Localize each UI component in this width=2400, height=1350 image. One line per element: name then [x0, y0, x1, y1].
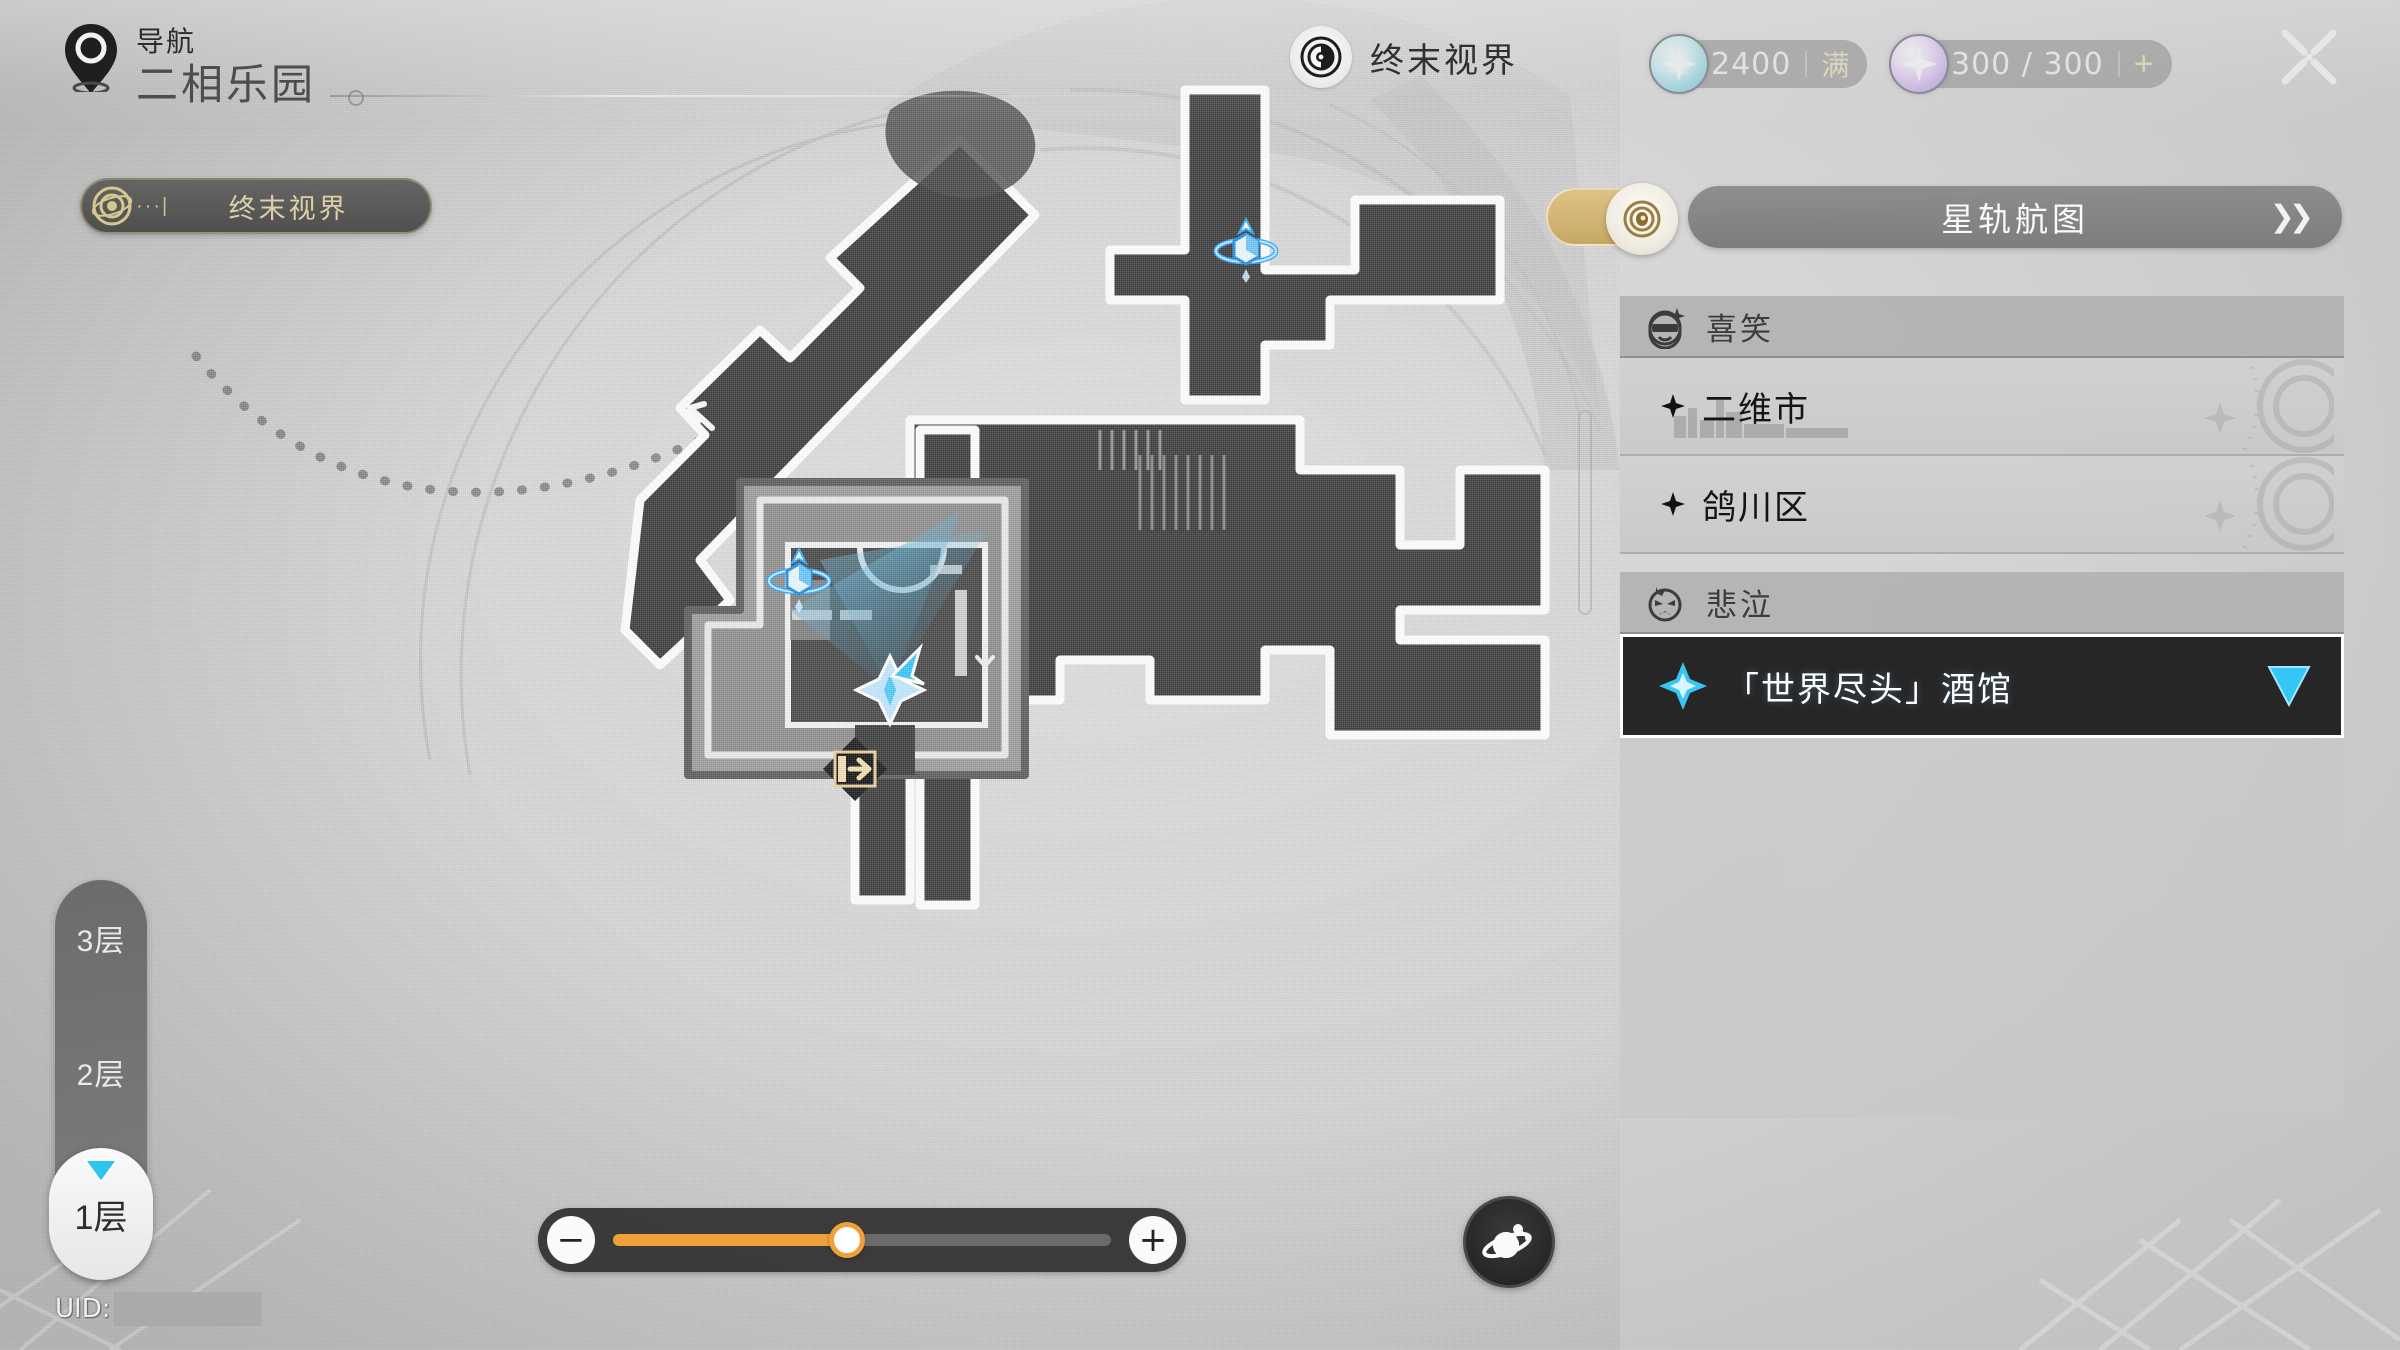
location-pin-icon	[65, 24, 117, 92]
poi-label-worlds-end-tavern: 「世界尽头」酒馆	[1725, 670, 2013, 709]
zoom-slider-fill	[613, 1234, 848, 1246]
poi-row-worlds-end-tavern-selected[interactable]: 「世界尽头」酒馆	[1620, 634, 2344, 738]
zoom-slider-knob[interactable]	[829, 1222, 866, 1258]
uid-label: UID:	[55, 1294, 111, 1324]
poi-group-label-joy: 喜笑	[1706, 311, 1774, 347]
currency-divider	[2117, 51, 2120, 77]
smiling-face-icon	[1648, 308, 1685, 349]
row-decoration	[2204, 456, 2334, 552]
crying-face-icon	[1648, 587, 1682, 622]
selected-caret-down-icon[interactable]	[2263, 663, 2315, 709]
zoom-slider-bar[interactable]: − +	[538, 1208, 1186, 1272]
poi-selected-star-icon	[1659, 662, 1707, 710]
stairs-down-arrow-icon	[975, 641, 995, 670]
selected-indicator-chevron-icon	[1620, 664, 1623, 708]
poi-list-empty-space	[1620, 738, 2344, 1118]
starmap-button-label: 星轨航图	[1941, 201, 2089, 238]
region-badge-label: 终末视界	[228, 193, 349, 224]
zoom-slider-track[interactable]	[613, 1222, 1111, 1258]
floor-item-1-active[interactable]: 1层	[49, 1148, 153, 1280]
floor-active-caret-icon	[83, 1159, 119, 1184]
trailblaze-power-orb-icon	[1889, 34, 1949, 94]
add-trailblaze-power-button[interactable]: +	[2133, 45, 2154, 83]
nav-label: 导航	[136, 26, 197, 57]
region-badge-dots: ···|	[136, 194, 170, 217]
trailblaze-power-value: 300 / 300	[1951, 46, 2104, 82]
map-exit-door-icon[interactable]	[818, 732, 892, 806]
floor-selector[interactable]: 3层 2层 1层	[49, 880, 153, 1280]
poi-row-gechuanqu[interactable]: 鸽川区	[1620, 456, 2344, 554]
teleport-anchor-icon[interactable]	[1202, 205, 1290, 293]
floor-item-3[interactable]: 3层	[76, 925, 126, 958]
navigation-header: 导航 二相乐园	[62, 20, 316, 112]
map-mode-toggle-knob	[1606, 183, 1678, 255]
starmap-button[interactable]: 星轨航图 ❯❯	[1688, 186, 2342, 248]
map-mode-toggle[interactable]	[1546, 183, 1678, 255]
uid-value-redacted	[114, 1292, 263, 1326]
currency-trailblaze-power[interactable]: 300 / 300 +	[1889, 34, 2172, 94]
terminal-vision-badge-icon	[91, 186, 133, 226]
panel-toggle-row: 星轨航图 ❯❯	[1546, 183, 2342, 255]
terminal-vision-icon	[1290, 26, 1352, 88]
stellar-jade-status: 满	[1821, 50, 1850, 81]
row-decoration	[2204, 358, 2334, 454]
region-badge[interactable]: ···| 终末视界	[80, 178, 432, 234]
zoom-out-button[interactable]: −	[547, 1216, 595, 1264]
poi-bullet-icon	[1661, 492, 1685, 516]
double-chevron-right-icon: ❯❯	[2269, 199, 2314, 235]
zoom-in-button[interactable]: +	[1129, 1216, 1177, 1264]
poi-list[interactable]: 喜笑 二维市	[1620, 296, 2344, 1286]
planet-saturn-icon	[1482, 1224, 1532, 1259]
map-mode-toggle-icon	[1623, 200, 1661, 238]
nav-underline	[330, 90, 1150, 106]
currency-divider	[1805, 51, 1808, 77]
nav-area-name: 二相乐园	[136, 61, 317, 108]
planet-view-button[interactable]	[1463, 1196, 1555, 1288]
close-icon[interactable]	[2276, 24, 2342, 90]
center-title: 终末视界	[1290, 26, 1518, 88]
floor-item-1-label: 1层	[74, 1198, 128, 1237]
poi-group-label-sorrow: 悲泣	[1706, 587, 1774, 623]
poi-bullet-icon	[1661, 394, 1685, 418]
currency-stellar-jade[interactable]: 2400 满	[1649, 34, 1868, 94]
floor-item-2[interactable]: 2层	[76, 1059, 126, 1092]
map-scrollbar-track[interactable]	[1578, 410, 1592, 615]
teleport-anchor-icon[interactable]	[755, 535, 843, 623]
poi-group-header-sorrow: 悲泣	[1620, 572, 2344, 634]
poi-group-header-joy: 喜笑	[1620, 296, 2344, 358]
poi-label-gechuanqu: 鸽川区	[1702, 488, 1810, 527]
poi-row-erweishi[interactable]: 二维市	[1620, 358, 2344, 456]
stellar-jade-value: 2400	[1711, 46, 1792, 82]
center-title-label: 终末视界	[1370, 41, 1518, 80]
uid-row: UID:	[55, 1292, 263, 1326]
player-position-marker	[852, 642, 928, 728]
stellar-jade-orb-icon	[1649, 34, 1709, 94]
poi-label-erweishi: 二维市	[1702, 390, 1810, 429]
